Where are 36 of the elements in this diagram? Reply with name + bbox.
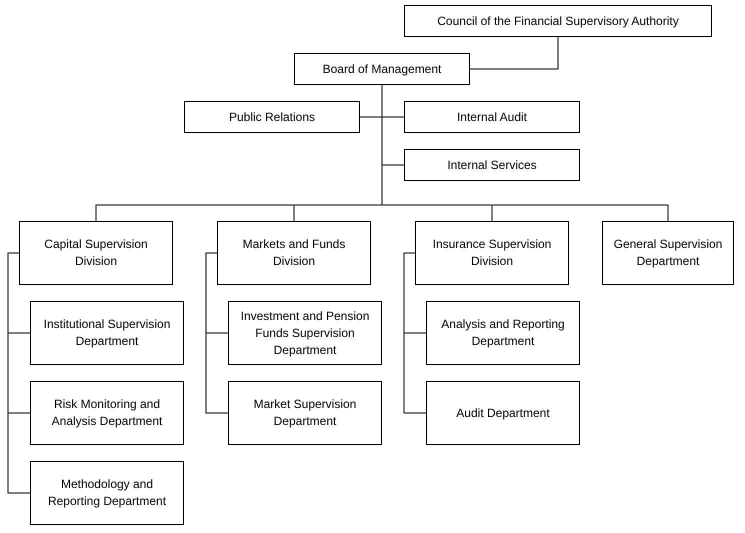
org-box	[602, 221, 734, 285]
unit-name: Insurance Supervision Division	[432, 236, 552, 270]
connector-line	[206, 252, 228, 414]
unit-name: Markets and Funds Division	[242, 236, 346, 270]
unit-name: Public Relations	[228, 108, 316, 126]
org-box	[426, 301, 580, 365]
connector-line	[404, 252, 426, 414]
org-box	[217, 221, 371, 285]
org-box	[294, 53, 470, 85]
org-box	[30, 381, 184, 445]
org-box	[30, 461, 184, 525]
unit-name: Methodology and Reporting Department	[46, 476, 168, 510]
unit-name: Market Supervision Department	[252, 396, 358, 430]
unit-name: Analysis and Reporting Department	[440, 316, 566, 350]
unit-name: Audit Department	[456, 404, 550, 422]
unit-name: General Supervision Department	[612, 236, 724, 270]
connector-line	[470, 36, 558, 70]
org-box	[415, 221, 569, 285]
unit-name: Investment and Pension Funds Supervision Department	[240, 308, 370, 358]
connector-line	[8, 252, 30, 494]
unit-name: Board of Management	[322, 60, 442, 78]
org-box	[404, 149, 580, 181]
org-box	[184, 101, 360, 133]
unit-name: Internal Services	[447, 156, 537, 174]
org-box	[19, 221, 173, 285]
org-box	[30, 301, 184, 365]
org-box	[228, 301, 382, 365]
unit-name: Risk Monitoring and Analysis Department	[50, 396, 164, 430]
unit-name: Capital Supervision Division	[43, 236, 149, 270]
org-box	[426, 381, 580, 445]
org-box	[404, 101, 580, 133]
org-box	[404, 5, 712, 37]
unit-name: Institutional Supervision Department	[42, 316, 172, 350]
org-box	[228, 381, 382, 445]
unit-name: Council of the Financial Supervisory Authority	[437, 12, 679, 30]
unit-name: Internal Audit	[456, 108, 528, 126]
